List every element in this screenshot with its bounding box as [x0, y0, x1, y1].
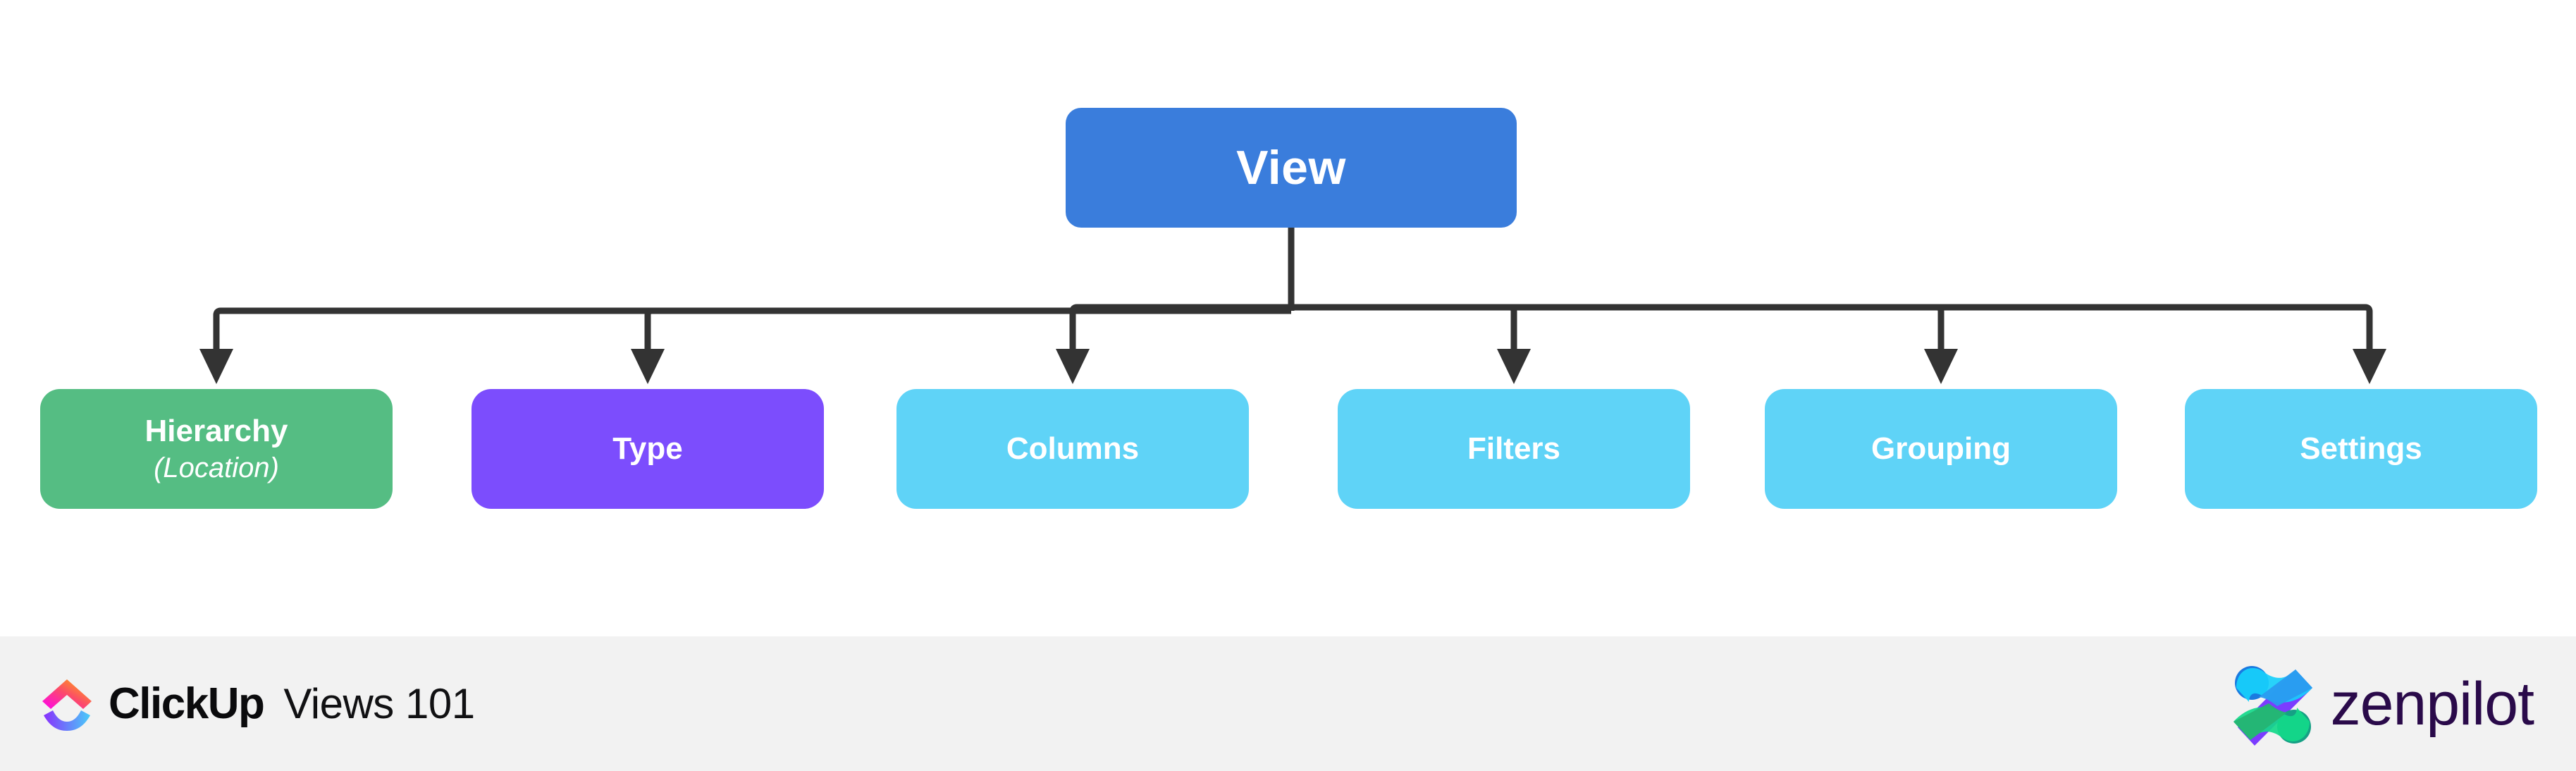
connector-branch-hierarchy [213, 307, 1291, 350]
zenpilot-wordmark: zenpilot [2330, 670, 2534, 738]
arrowhead-hierarchy [199, 349, 233, 384]
clickup-logo-icon [42, 679, 92, 731]
node-type-label: Type [612, 431, 683, 467]
footer-brand-right: zenpilot [2233, 660, 2534, 748]
node-columns-label: Columns [1006, 431, 1140, 467]
footer-brand-left: ClickUp Views 101 [41, 676, 475, 732]
arrowhead-filters [1497, 349, 1531, 384]
connector-branch-filters [1291, 304, 1517, 350]
connector-branch-type [644, 307, 1291, 350]
connector-lines [199, 228, 2386, 384]
deck-title: Views 101 [283, 680, 475, 727]
arrowheads [199, 349, 2386, 384]
node-grouping[interactable]: Grouping [1765, 389, 2117, 509]
node-columns[interactable]: Columns [896, 389, 1249, 509]
node-hierarchy[interactable]: Hierarchy (Location) [40, 389, 393, 509]
connector-branch-columns [1069, 304, 1291, 350]
connector-branch-grouping [1291, 304, 1945, 350]
node-grouping-label: Grouping [1871, 431, 2011, 467]
arrowhead-columns [1056, 349, 1090, 384]
node-settings-label: Settings [2300, 431, 2422, 467]
arrowhead-grouping [1924, 349, 1958, 384]
node-hierarchy-label: Hierarchy [144, 413, 288, 448]
arrowhead-type [631, 349, 665, 384]
node-hierarchy-sublabel: (Location) [154, 452, 279, 484]
node-filters-label: Filters [1467, 431, 1561, 467]
node-settings[interactable]: Settings [2185, 389, 2537, 509]
zenpilot-logo-icon [2233, 665, 2312, 746]
node-filters[interactable]: Filters [1338, 389, 1690, 509]
node-type[interactable]: Type [472, 389, 824, 509]
slide-footer: ClickUp Views 101 zenpilot [0, 636, 2576, 771]
connector-branch-settings [1291, 304, 2373, 350]
clickup-wordmark: ClickUp [109, 679, 265, 728]
arrowhead-settings [2353, 349, 2386, 384]
diagram-area: View Hierarchy (Location) Type Columns F… [40, 108, 2537, 509]
node-view[interactable]: View [1066, 108, 1517, 228]
node-view-label: View [1236, 140, 1346, 195]
